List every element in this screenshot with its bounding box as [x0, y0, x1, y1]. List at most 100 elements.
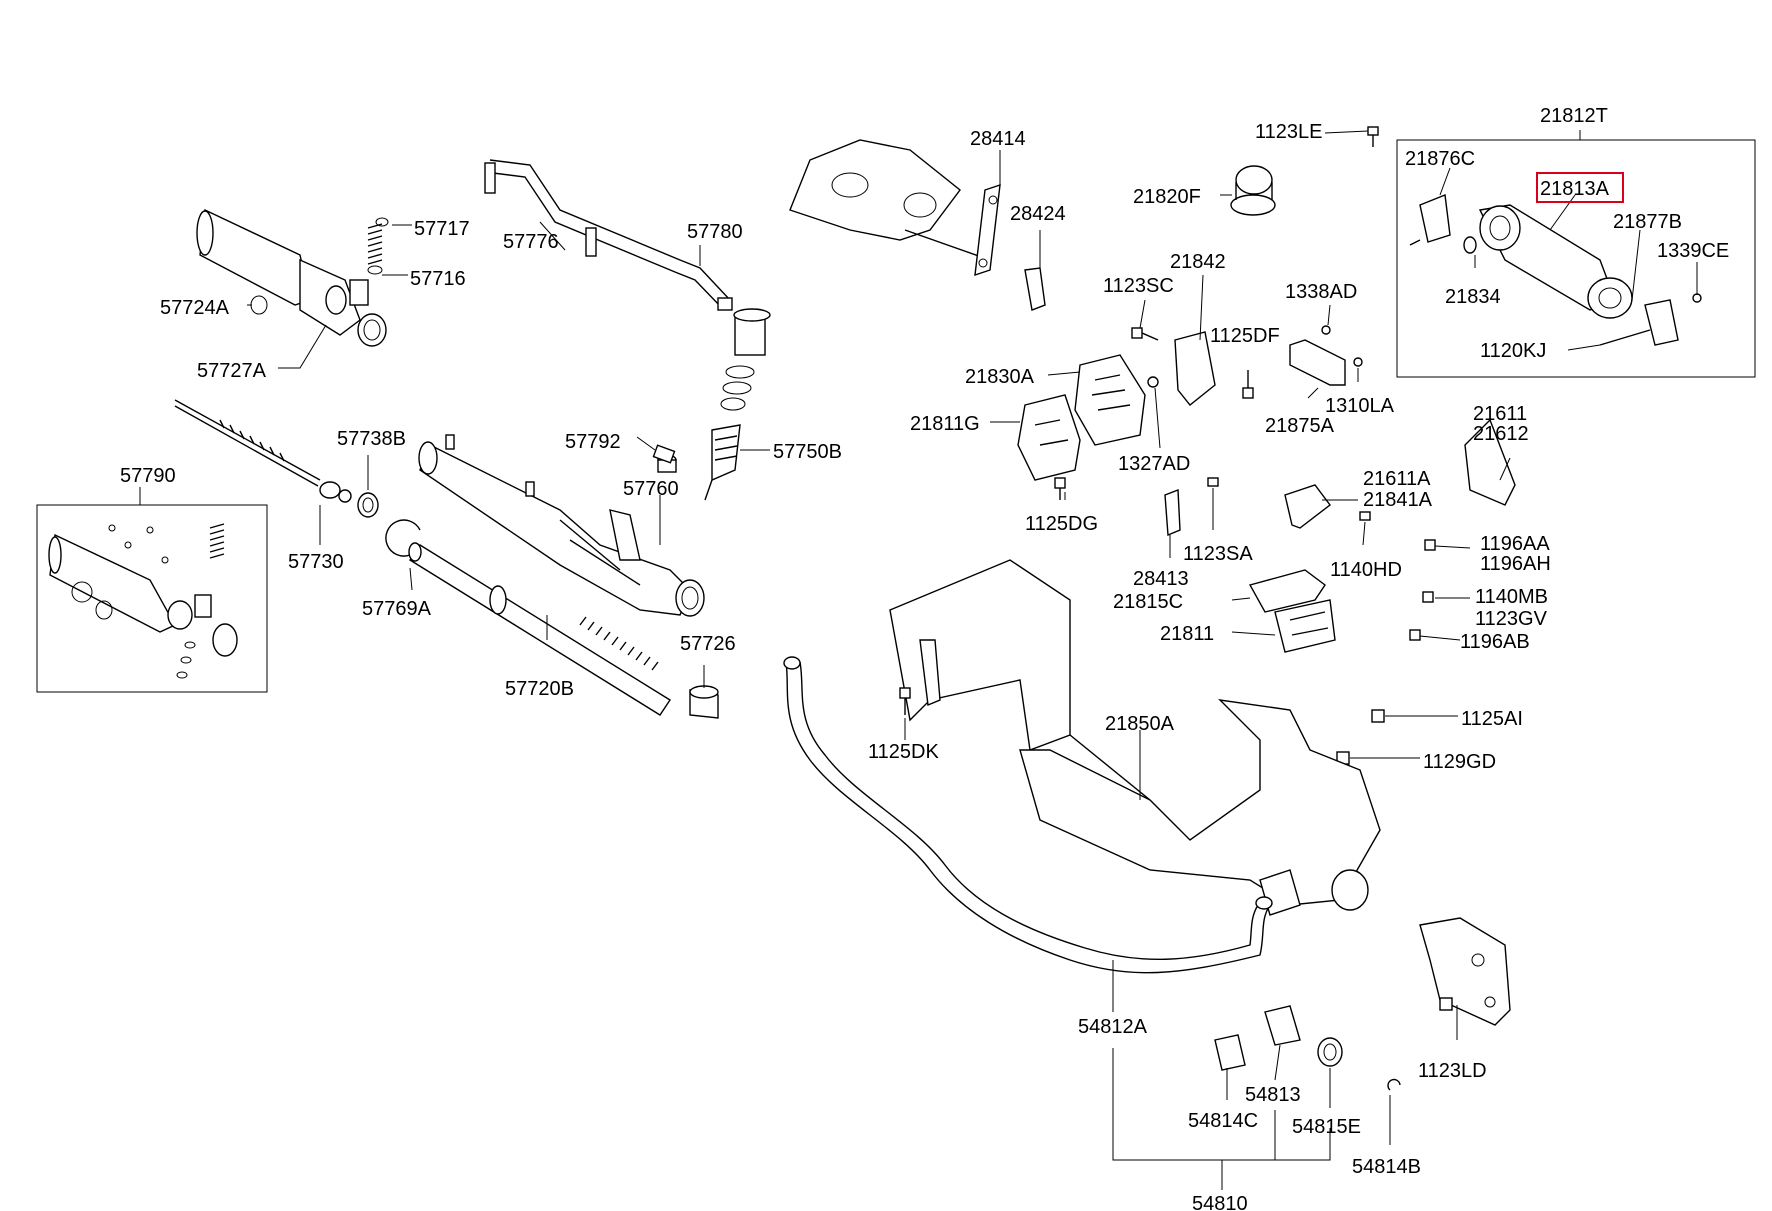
label-54814B: 54814B [1352, 1156, 1421, 1178]
label-1196AB: 1196AB [1460, 631, 1530, 653]
label-57776: 57776 [503, 231, 559, 253]
label-1196AH: 1196AH [1480, 553, 1551, 575]
label-21834: 21834 [1445, 286, 1501, 308]
label-57726: 57726 [680, 633, 736, 655]
bolt-1125DG [1054, 477, 1066, 500]
highlight-box-21813A [1536, 172, 1624, 203]
bracket-28414 [974, 183, 1001, 277]
label-1123GV: 1123GV [1475, 608, 1548, 630]
label-28424: 28424 [1010, 203, 1066, 225]
label-21842: 21842 [1170, 251, 1226, 273]
rack-bar-57720B [408, 542, 671, 716]
label-1327AD: 1327AD [1118, 453, 1190, 475]
label-1125DF: 1125DF [1210, 325, 1280, 347]
label-1123SC: 1123SC [1103, 275, 1174, 297]
label-54814C: 54814C [1188, 1110, 1258, 1132]
label-21820F: 21820F [1133, 186, 1201, 208]
label-28414: 28414 [970, 128, 1026, 150]
label-21877B: 21877B [1613, 211, 1682, 233]
label-1338AD: 1338AD [1285, 281, 1357, 303]
nut-1310LA [1353, 357, 1363, 367]
bracket-21611 [1464, 418, 1516, 506]
mount-21830A [1074, 354, 1146, 446]
label-21611: 21611 [1473, 403, 1527, 425]
label-21815C: 21815C [1113, 591, 1183, 613]
label-57790: 57790 [120, 465, 176, 487]
label-21876C: 21876C [1405, 148, 1475, 170]
tie-rod-57730 [174, 399, 352, 503]
label-1310LA: 1310LA [1325, 395, 1395, 417]
label-54810: 54810 [1192, 1193, 1248, 1211]
pin-57792 [652, 444, 676, 464]
pinion-valve-57750B [657, 308, 771, 501]
bracket-21875A [1289, 339, 1346, 386]
label-1125DG: 1125DG [1025, 513, 1098, 535]
label-57792: 57792 [565, 431, 621, 453]
label-21841A: 21841A [1363, 489, 1433, 511]
label-1123LD: 1123LD [1418, 1060, 1487, 1082]
bracket-21611A [1284, 484, 1331, 529]
bracket-28413 [1164, 488, 1181, 537]
label-57760: 57760 [623, 478, 679, 500]
label-57780: 57780 [687, 221, 743, 243]
label-1140HD: 1140HD [1330, 559, 1402, 581]
label-57750B: 57750B [773, 441, 842, 463]
label-21813A: 21813A [1540, 178, 1610, 200]
label-57769A: 57769A [362, 598, 432, 620]
label-57730: 57730 [288, 551, 344, 573]
label-1129GD: 1129GD [1423, 751, 1496, 773]
label-1196AA: 1196AA [1480, 533, 1550, 555]
label-21875A: 21875A [1265, 415, 1335, 437]
label-21611A: 21611A [1363, 468, 1431, 490]
bushing-clamps [1214, 1005, 1401, 1091]
label-1339CE: 1339CE [1657, 240, 1729, 262]
bolt-1140HD [1359, 511, 1371, 521]
bolt-1125DF [1242, 370, 1254, 399]
label-21612: 21612 [1473, 423, 1529, 445]
label-1140MB: 1140MB [1475, 586, 1548, 608]
label-1125AI: 1125AI [1461, 708, 1523, 730]
rack-housing-upper [196, 208, 387, 347]
label-57738B: 57738B [337, 428, 406, 450]
label-28413: 28413 [1133, 568, 1189, 590]
kit-box-57790 [36, 504, 268, 693]
label-54815E: 54815E [1292, 1116, 1361, 1138]
stabilizer-bar-54812A [783, 656, 1273, 974]
mount-21811 [1274, 599, 1336, 653]
subframe-21850A [889, 559, 1381, 916]
leader-lines [139, 130, 1698, 1190]
bolt-1123LE [1367, 126, 1379, 147]
bolt-1327AD [1147, 376, 1159, 388]
ring-57724A [250, 295, 268, 315]
bush-57726 [689, 685, 719, 719]
spring-57717 [367, 217, 389, 275]
label-57720B: 57720B [505, 678, 574, 700]
label-21811: 21811 [1160, 623, 1214, 645]
mount-21815C [1248, 569, 1326, 613]
label-57716: 57716 [410, 268, 466, 290]
bracket-28424 [1024, 267, 1046, 311]
power-line-57776 [484, 159, 733, 311]
label-1120KJ: 1120KJ [1480, 340, 1546, 362]
bracket-1123LD [1419, 917, 1511, 1026]
label-54812A: 54812A [1078, 1016, 1148, 1038]
label-21811G: 21811G [910, 413, 980, 435]
label-57724A: 57724A [160, 297, 230, 319]
label-21812T: 21812T [1540, 105, 1608, 127]
transaxle-outline [789, 139, 991, 261]
label-21830A: 21830A [965, 366, 1035, 388]
label-1123LE: 1123LE [1255, 121, 1322, 143]
bolt-1123SA [1207, 477, 1219, 487]
bolt-1125DK [899, 687, 911, 715]
bracket-21842 [1174, 331, 1216, 406]
insulator-21820F [1230, 165, 1276, 216]
mount-21811G [1017, 394, 1081, 481]
label-57717: 57717 [414, 218, 470, 240]
snap-ring-57769A [385, 519, 421, 557]
bolt-1123SC [1131, 327, 1159, 341]
label-54813: 54813 [1245, 1084, 1301, 1106]
nut-1338AD [1321, 325, 1331, 335]
label-21850A: 21850A [1105, 713, 1175, 735]
label-1125DK: 1125DK [868, 741, 939, 763]
